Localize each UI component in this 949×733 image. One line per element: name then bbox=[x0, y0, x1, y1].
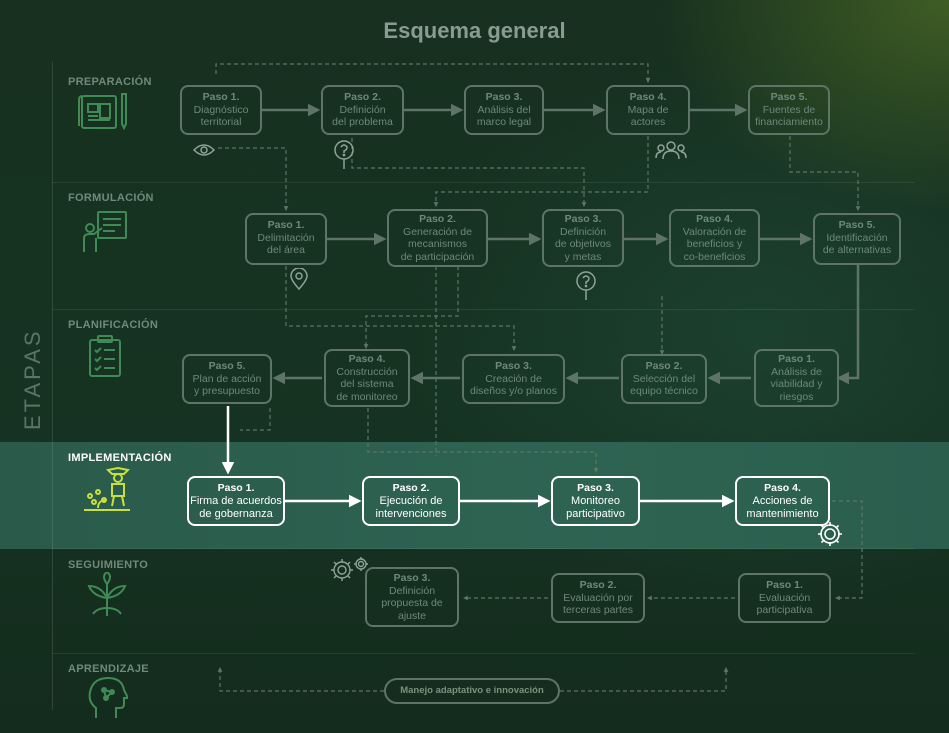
step-implementacion-1[interactable]: Paso 1. Firma de acuerdos de gobernanza bbox=[187, 476, 285, 526]
blueprint-icon bbox=[78, 93, 127, 131]
step-description: Fuentes de financiamiento bbox=[755, 103, 823, 129]
step-description: Firma de acuerdos de gobernanza bbox=[190, 494, 282, 520]
step-implementacion-4[interactable]: Paso 4. Acciones de mantenimiento bbox=[735, 476, 830, 526]
stage-divider bbox=[52, 309, 915, 310]
step-description: Análisis de viabilidad y riesgos bbox=[770, 365, 823, 403]
step-title: Paso 5. bbox=[838, 219, 876, 231]
checklist-icon bbox=[89, 335, 121, 377]
implementation-highlight-band bbox=[0, 442, 949, 549]
question-magnifier-icon bbox=[576, 271, 596, 300]
step-title: Paso 3. bbox=[495, 360, 532, 372]
step-description: Ejecución de intervenciones bbox=[375, 494, 447, 520]
stages-axis-line bbox=[52, 62, 53, 710]
step-formulacion-2[interactable]: Paso 2. Generación de mecanismos de part… bbox=[387, 209, 488, 267]
step-description: Mapa de actores bbox=[627, 103, 669, 129]
step-seguimiento-3[interactable]: Paso 3. Definición propuesta de ajuste bbox=[365, 567, 459, 627]
step-title: Paso 2. bbox=[344, 91, 381, 103]
step-title: Paso 4. bbox=[764, 482, 801, 494]
step-title: Paso 2. bbox=[645, 360, 683, 372]
page-title: Esquema general bbox=[383, 18, 566, 43]
people-group-icon bbox=[655, 141, 687, 160]
sprout-icon bbox=[87, 572, 127, 616]
step-implementacion-3[interactable]: Paso 3. Monitoreo participativo bbox=[551, 476, 640, 526]
stage-label-formulacion: FORMULACIÓN bbox=[68, 192, 154, 204]
step-implementacion-2[interactable]: Paso 2. Ejecución de intervenciones bbox=[362, 476, 460, 526]
step-description: Definición propuesta de ajuste bbox=[381, 584, 443, 622]
step-title: Paso 1. bbox=[766, 579, 803, 591]
step-description: Evaluación por terceras partes bbox=[562, 591, 634, 617]
step-formulacion-4[interactable]: Paso 4. Valoración de beneficios y co-be… bbox=[669, 209, 760, 267]
step-description: Plan de acción y presupuesto bbox=[192, 372, 262, 398]
stage-divider bbox=[52, 548, 915, 549]
gear-icon bbox=[818, 522, 842, 546]
step-preparacion-4[interactable]: Paso 4. Mapa de actores bbox=[606, 85, 690, 135]
step-title: Paso 2. bbox=[579, 579, 617, 591]
step-title: Paso 3. bbox=[564, 213, 602, 225]
presentation-icon bbox=[83, 211, 127, 252]
step-description: Evaluación participativa bbox=[756, 591, 813, 617]
location-pin-icon bbox=[290, 268, 308, 290]
step-planificacion-2[interactable]: Paso 2. Selección del equipo técnico bbox=[621, 354, 707, 404]
stage-divider bbox=[52, 653, 915, 654]
step-title: Paso 1. bbox=[202, 91, 240, 103]
step-planificacion-5[interactable]: Paso 5. Plan de acción y presupuesto bbox=[182, 354, 272, 404]
step-title: Paso 3. bbox=[485, 91, 523, 103]
step-description: Diagnóstico territorial bbox=[193, 103, 249, 129]
stage-label-implementacion: IMPLEMENTACIÓN bbox=[68, 452, 172, 464]
step-description: Acciones de mantenimiento bbox=[746, 494, 819, 520]
step-description: Valoración de beneficios y co-beneficios bbox=[682, 225, 747, 263]
step-preparacion-2[interactable]: Paso 2. Definición del problema bbox=[321, 85, 404, 135]
step-description: Definición del problema bbox=[332, 103, 393, 129]
step-title: Paso 4. bbox=[696, 213, 733, 225]
planting-icon bbox=[84, 466, 131, 511]
step-seguimiento-2[interactable]: Paso 2. Evaluación por terceras partes bbox=[551, 573, 645, 623]
step-title: Paso 1. bbox=[217, 482, 255, 494]
step-title: Paso 3. bbox=[577, 482, 614, 494]
step-planificacion-4[interactable]: Paso 4. Construcción del sistema de moni… bbox=[324, 349, 410, 407]
step-formulacion-3[interactable]: Paso 3. Definición de objetivos y metas bbox=[542, 209, 624, 267]
step-planificacion-3[interactable]: Paso 3. Creación de diseños y/o planos bbox=[462, 354, 565, 404]
step-title: Paso 5. bbox=[208, 360, 246, 372]
step-title: Paso 1. bbox=[778, 353, 815, 365]
step-description: Selección del equipo técnico bbox=[630, 372, 698, 398]
step-title: Paso 3. bbox=[393, 572, 431, 584]
step-seguimiento-1[interactable]: Paso 1. Evaluación participativa bbox=[738, 573, 831, 623]
step-planificacion-1[interactable]: Paso 1. Análisis de viabilidad y riesgos bbox=[754, 349, 839, 407]
step-title: Paso 2. bbox=[419, 213, 456, 225]
brain-head-icon bbox=[88, 676, 128, 718]
step-description: Construcción del sistema de monitoreo bbox=[336, 365, 398, 403]
step-title: Paso 4. bbox=[348, 353, 386, 365]
question-magnifier-icon bbox=[334, 140, 354, 169]
eye-icon bbox=[193, 144, 215, 156]
step-title: Paso 5. bbox=[770, 91, 808, 103]
step-title: Paso 2. bbox=[392, 482, 430, 494]
step-preparacion-3[interactable]: Paso 3. Análisis del marco legal bbox=[464, 85, 544, 135]
stage-label-preparacion: PREPARACIÓN bbox=[68, 76, 152, 88]
step-formulacion-1[interactable]: Paso 1. Delimitación del área bbox=[245, 213, 327, 265]
step-formulacion-5[interactable]: Paso 5. Identificación de alternativas bbox=[813, 213, 901, 265]
step-preparacion-1[interactable]: Paso 1. Diagnóstico territorial bbox=[180, 85, 262, 135]
step-description: Análisis del marco legal bbox=[476, 103, 532, 129]
stage-label-seguimiento: SEGUIMIENTO bbox=[68, 559, 149, 571]
stage-divider bbox=[52, 182, 915, 183]
adaptive-management-pill[interactable]: Manejo adaptativo e innovación bbox=[384, 678, 560, 704]
step-description: Creación de diseños y/o planos bbox=[470, 372, 557, 398]
step-description: Generación de mecanismos de participació… bbox=[400, 225, 475, 263]
step-description: Identificación de alternativas bbox=[822, 231, 892, 257]
step-title: Paso 4. bbox=[629, 91, 667, 103]
stage-label-planificacion: PLANIFICACIÓN bbox=[68, 319, 159, 331]
step-description: Monitoreo participativo bbox=[566, 494, 625, 520]
step-description: Definición de objetivos y metas bbox=[554, 225, 612, 263]
step-preparacion-5[interactable]: Paso 5. Fuentes de financiamiento bbox=[748, 85, 830, 135]
gears-icon bbox=[331, 557, 368, 581]
step-description: Delimitación del área bbox=[257, 231, 315, 257]
step-title: Paso 1. bbox=[267, 219, 305, 231]
stage-label-aprendizaje: APRENDIZAJE bbox=[68, 663, 149, 675]
